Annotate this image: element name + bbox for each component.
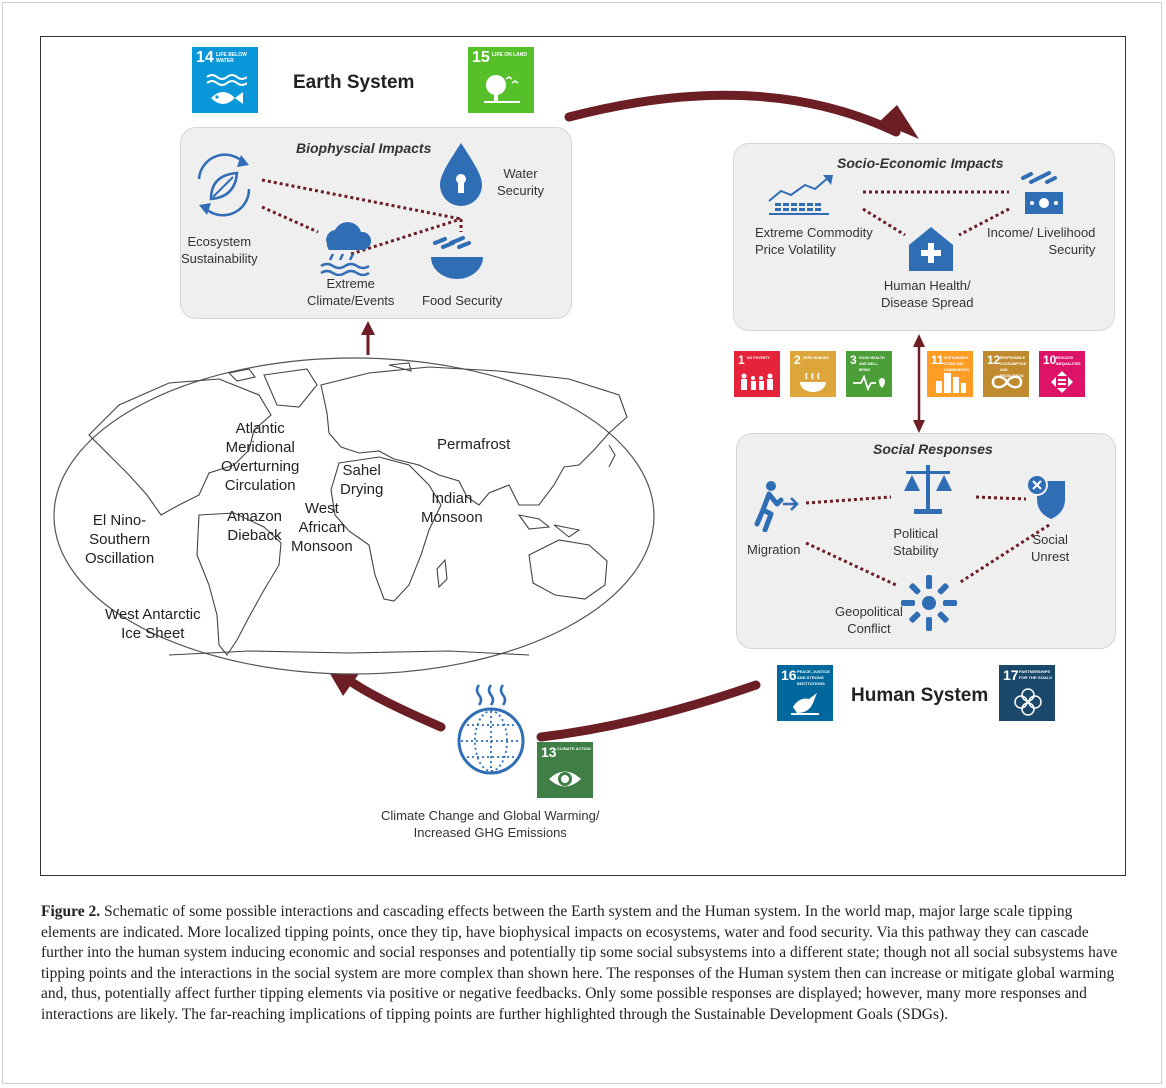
equality-icon [1051, 371, 1073, 393]
sdg11-caption: SUSTAINABLE CITIES AND COMMUNITIES [944, 356, 969, 372]
food-bowl-icon [431, 236, 483, 279]
enso-label: El Nino- Southern Oscillation [85, 512, 155, 567]
conflict-burst-icon [901, 575, 957, 631]
permafrost-label: Permafrost [437, 436, 511, 453]
sdg13-number: 13 [541, 744, 557, 760]
sdg16-number: 16 [781, 667, 797, 683]
diagram-frame: 14 LIFE BELOW WATER Earth System 15 LIFE… [40, 36, 1126, 876]
extreme-climate-label: Extreme Climate/Events [307, 276, 395, 308]
sdg15-tile: 15 LIFE ON LAND [468, 47, 534, 113]
family-icon [741, 373, 773, 390]
world-map [53, 357, 655, 675]
food-security-label: Food Security [422, 293, 503, 308]
sdg10-tile: 10 REDUCED INEQUALITIES [1039, 351, 1085, 397]
west-african-monsoon-label: West African Monsoon [291, 500, 353, 555]
amoc-label: Atlantic Meridional Overturning Circulat… [221, 420, 300, 494]
migration-label: Migration [747, 542, 801, 557]
arrow-head-socioeconomic [879, 105, 919, 139]
commodity-label: Extreme Commodity Price Volatility [755, 225, 873, 257]
earth-system-title: Earth System [293, 72, 415, 93]
sdg3-caption: GOOD HEALTH AND WELL-BEING [859, 356, 885, 372]
caption-label: Figure 2. [41, 903, 101, 920]
geopolitical-conflict-label: Geopolitical Conflict [835, 604, 903, 636]
sdg14-number: 14 [196, 49, 214, 66]
political-stability-label: Political Stability [893, 526, 939, 558]
tree-icon [484, 75, 520, 103]
indian-monsoon-label: Indian Monsoon [421, 490, 483, 526]
price-chart-icon [768, 175, 833, 215]
biophysical-title: Biophyscial Impacts [296, 140, 432, 156]
shield-x-icon [1026, 474, 1065, 519]
eye-globe-icon [549, 771, 581, 787]
sdg11-tile: 11 SUSTAINABLE CITIES AND COMMUNITIES [927, 351, 973, 397]
arrow-earth-to-socioeconomic [564, 90, 901, 137]
sdg17-caption: PARTNERSHIPS FOR THE GOALS [1019, 669, 1052, 680]
heartbeat-icon [853, 374, 885, 391]
socioeconomic-title: Socio-Economic Impacts [837, 155, 1004, 171]
caption-text: Schematic of some possible interactions … [41, 903, 1118, 1023]
climate-change-label: Climate Change and Global Warming/ Incre… [381, 808, 600, 840]
sdg3-tile: 3 GOOD HEALTH AND WELL-BEING [846, 351, 892, 397]
health-label: Human Health/ Disease Spread [881, 278, 974, 310]
figure-caption: Figure 2. Schematic of some possible int… [41, 902, 1131, 1025]
income-icon [1021, 171, 1063, 214]
sdg12-number: 12 [987, 353, 1001, 367]
income-label: Income/ Livelihood Security [987, 225, 1096, 257]
ecosystem-cycle-icon [197, 153, 251, 217]
amazon-label: Amazon Dieback [227, 508, 283, 544]
fish-icon [206, 74, 247, 104]
human-system-title: Human System [851, 685, 989, 706]
sdg16-tile: 16 PEACE, JUSTICE AND STRONG INSTITUTION… [777, 665, 833, 721]
sdg2-number: 2 [794, 353, 801, 367]
sdg11-number: 11 [931, 353, 944, 367]
sdg2-tile: 2 ZERO HUNGER [790, 351, 836, 397]
sdg14-tile: 14 LIFE BELOW WATER [192, 47, 258, 113]
dove-icon [791, 693, 819, 715]
sdg10-caption: REDUCED INEQUALITIES [1056, 356, 1081, 366]
migration-icon [754, 481, 799, 532]
water-drop-icon [440, 143, 482, 206]
sdg13-caption: CLIMATE ACTION [557, 746, 591, 751]
scales-icon [904, 465, 952, 514]
sdg15-caption: LIFE ON LAND [492, 52, 527, 58]
partnership-flower-icon [1014, 688, 1042, 716]
social-unrest-label: Social Unrest [1031, 532, 1070, 564]
sdg15-number: 15 [472, 49, 490, 66]
health-house-icon [909, 227, 953, 271]
antarctic-label: West Antarctic Ice Sheet [105, 606, 201, 642]
sdg17-tile: 17 PARTNERSHIPS FOR THE GOALS [999, 665, 1055, 721]
sdg1-caption: NO POVERTY [747, 356, 770, 360]
climate-rain-icon [320, 222, 372, 276]
sdg17-number: 17 [1003, 667, 1019, 683]
arrow-climate-to-map [341, 673, 446, 732]
sdg3-number: 3 [850, 353, 857, 367]
sahel-label: Sahel Drying [340, 462, 384, 498]
social-title: Social Responses [873, 441, 993, 457]
bowl-icon [800, 372, 826, 392]
sdg2-caption: ZERO HUNGER [803, 356, 829, 360]
warming-globe-icon [457, 684, 525, 775]
infinity-icon [991, 375, 1023, 389]
water-security-label: Water Security [497, 166, 544, 198]
sdg1-tile: 1 NO POVERTY [734, 351, 780, 397]
arrow-human-to-climate [536, 680, 761, 742]
sdg16-caption: PEACE, JUSTICE AND STRONG INSTITUTIONS [797, 669, 830, 686]
sdg12-caption: RESPONSIBLE CONSUMPTION AND PRODUCTION [1000, 356, 1027, 378]
city-icon [936, 373, 966, 393]
sdg10-number: 10 [1043, 353, 1057, 367]
ecosystem-label: Ecosystem Sustainability [181, 234, 258, 266]
sdg1-number: 1 [738, 353, 745, 367]
sdg13-tile: 13 CLIMATE ACTION [537, 742, 593, 798]
sdg12-tile: 12 RESPONSIBLE CONSUMPTION AND PRODUCTIO… [983, 351, 1029, 397]
sdg14-caption: LIFE BELOW WATER [216, 52, 247, 64]
